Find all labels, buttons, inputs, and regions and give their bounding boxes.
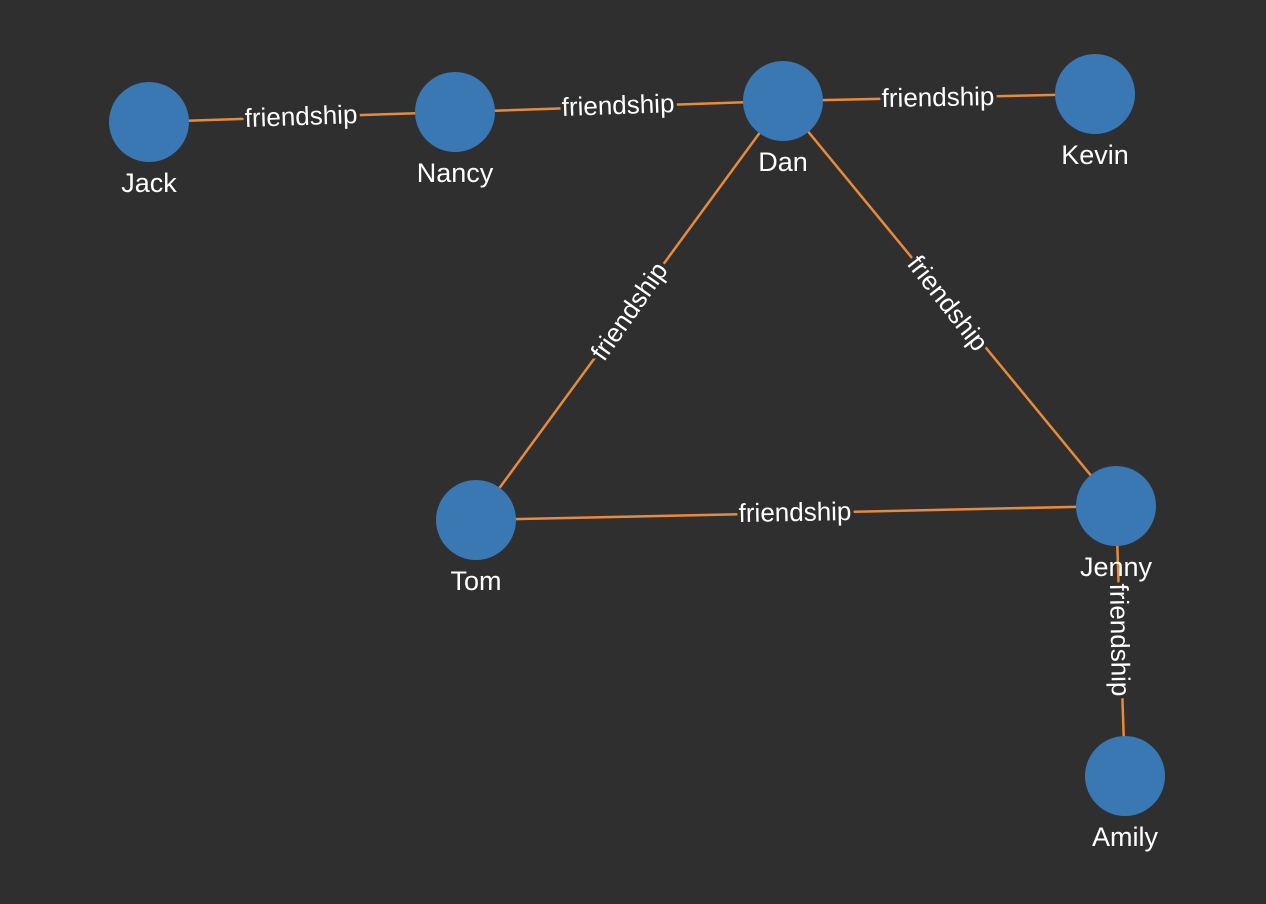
node-label-jack: Jack [121, 168, 177, 198]
node-circle-dan[interactable] [743, 61, 823, 141]
node-circle-kevin[interactable] [1055, 54, 1135, 134]
node-circle-amily[interactable] [1085, 736, 1165, 816]
node-circle-nancy[interactable] [415, 72, 495, 152]
node-label-nancy: Nancy [417, 158, 494, 188]
node-tom[interactable]: Tom [436, 480, 516, 596]
node-jenny[interactable]: Jenny [1076, 466, 1156, 582]
edge-dan-tom [474, 99, 785, 522]
node-label-kevin: Kevin [1061, 140, 1129, 170]
node-circle-tom[interactable] [436, 480, 516, 560]
edge-label-dan-kevin: friendship [881, 81, 994, 113]
node-kevin[interactable]: Kevin [1055, 54, 1135, 170]
edge-dan-kevin [781, 92, 1097, 103]
edge-label-dan-tom: friendship [584, 256, 673, 366]
node-label-tom: Tom [450, 566, 501, 596]
node-circle-jack[interactable] [109, 82, 189, 162]
edge-label-tom-jenny: friendship [738, 496, 851, 528]
edge-jack-nancy [147, 110, 457, 124]
node-label-jenny: Jenny [1080, 552, 1153, 582]
edge-label-jack-nancy: friendship [244, 99, 358, 133]
edge-label-dan-jenny: friendship [901, 249, 994, 356]
edge-jenny-amily [1114, 504, 1127, 778]
edge-label-jenny-amily: friendship [1104, 583, 1136, 696]
node-dan[interactable]: Dan [743, 61, 823, 177]
node-amily[interactable]: Amily [1085, 736, 1165, 852]
node-label-amily: Amily [1092, 822, 1158, 852]
node-jack[interactable]: Jack [109, 82, 189, 198]
edges-layer: friendship friendship friendship friendship… [147, 78, 1139, 778]
edge-label-nancy-dan: friendship [561, 88, 675, 122]
node-label-dan: Dan [758, 147, 808, 177]
edge-nancy-dan [453, 99, 785, 114]
node-circle-jenny[interactable] [1076, 466, 1156, 546]
edge-tom-jenny [474, 504, 1118, 522]
edge-dan-jenny [781, 99, 1118, 508]
node-nancy[interactable]: Nancy [415, 72, 495, 188]
